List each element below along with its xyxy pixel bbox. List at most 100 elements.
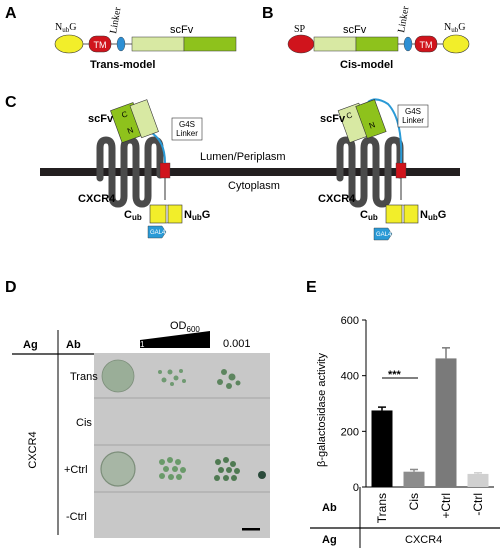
y-tick-label: 200 (341, 426, 359, 438)
nubg-label-b: NubG (444, 22, 465, 34)
nubg-label-a: NubG (55, 22, 76, 34)
panel-b: B SP scFv Linker TM NubG Cis-model (262, 5, 470, 71)
nubg-domain-a (54, 34, 84, 54)
linker-text-right: Linker (402, 116, 424, 125)
x-tick-label-2: +Ctrl (439, 493, 453, 519)
gal4-left (147, 225, 167, 239)
cxcr4-label-left: CXCR4 (78, 193, 116, 205)
c-letter-right: C (345, 110, 354, 121)
linker-domain-a (116, 36, 126, 52)
spot-pos-2 (159, 457, 186, 480)
spot-trans-2 (158, 369, 186, 386)
sp-domain-b (287, 34, 315, 54)
x-tick-label-1: Cis (407, 493, 421, 510)
scfv-light-b (313, 36, 357, 52)
linker-label-a: Linker (108, 6, 124, 35)
spot-pos-1 (100, 451, 136, 487)
ab-label-e: Ab (322, 502, 337, 514)
n-letter-right: N (368, 120, 377, 131)
nubg-domain-b (442, 34, 470, 54)
tm-red-right (395, 162, 407, 179)
y-tick-label: 0 (353, 482, 359, 494)
g4s-text-right: G4S (405, 107, 421, 116)
spot-trans-3 (217, 369, 241, 389)
g4s-linker-right (367, 98, 403, 164)
bar-1 (403, 471, 425, 487)
scfv-label-a: scFv (170, 24, 194, 36)
dilution-start: 1 (140, 340, 145, 349)
spot-pos-4 (258, 471, 266, 479)
spot-trans-1 (101, 359, 135, 393)
cytoplasm-label: Cytoplasm (228, 180, 280, 192)
gal4-text-left: GAL4 (150, 230, 166, 236)
panel-c: C Lumen/Periplasm Cytoplasm CXCR4 G4S Li… (5, 94, 460, 241)
cub-left (149, 204, 167, 224)
dilution-wedge (140, 331, 210, 348)
cub-label-left: Cub (124, 209, 142, 222)
scfv-label-left: scFv (88, 113, 114, 125)
linker-label-b: Linker (396, 5, 412, 34)
cis-model-caption: Cis-model (340, 59, 393, 71)
panel-c-letter: C (5, 94, 17, 111)
y-tick-label: 400 (341, 371, 359, 383)
cxcr4-receptor-right (336, 136, 404, 208)
scfv-light-a (131, 36, 185, 52)
tm-red-left (159, 162, 171, 179)
tm-label-b: TM (420, 40, 433, 50)
y-tick-label: 600 (341, 315, 359, 327)
scfv-vh-right (355, 99, 387, 139)
tm-label-a: TM (94, 40, 107, 50)
x-tick-label-3: -Ctrl (471, 493, 485, 516)
y-ticks: 0 200 400 600 (341, 315, 366, 494)
panel-d-letter: D (5, 279, 17, 296)
bar-0 (371, 410, 393, 487)
panel-b-letter: B (262, 5, 274, 22)
antigen-label-d: CXCR4 (27, 431, 39, 468)
scfv-vl-left (129, 99, 159, 139)
linker-text-left: Linker (176, 129, 198, 138)
row-label-neg-ctrl: -Ctrl (66, 511, 87, 523)
x-tick-label-0: Trans (375, 493, 389, 523)
ab-header: Ab (66, 339, 81, 351)
scale-bar (242, 528, 260, 531)
nubg-cyto-right (403, 204, 419, 224)
nubg-label-left: NubG (184, 209, 210, 222)
membrane (40, 168, 460, 176)
row-label-pos-ctrl: +Ctrl (64, 464, 88, 476)
cub-right (385, 204, 403, 224)
bar-3 (467, 473, 489, 487)
gal4-right (373, 227, 393, 241)
scfv-dark-b (355, 36, 399, 52)
scfv-label-right: scFv (320, 113, 346, 125)
panel-e-letter: E (306, 279, 317, 296)
bar-2 (435, 358, 457, 487)
ag-label-e: Ag (322, 534, 337, 546)
bars (371, 347, 489, 487)
c-letter-left: C (120, 109, 129, 120)
linker-domain-b (403, 36, 413, 52)
g4s-box-left (171, 117, 203, 141)
scfv-dark-a (183, 36, 237, 52)
dilution-end: 0.001 (223, 338, 251, 350)
significance-stars: *** (388, 369, 402, 381)
antigen-label-e: CXCR4 (405, 534, 442, 546)
panel-a-letter: A (5, 5, 17, 22)
od-label: OD600 (170, 320, 200, 334)
right-construct: CXCR4 G4S Linker C N scFv Cub NubG GAL4 (318, 98, 446, 241)
gal4-text-right: GAL4 (376, 232, 392, 238)
row-label-trans: Trans (70, 371, 98, 383)
scfv-label-b: scFv (343, 24, 367, 36)
row-label-cis: Cis (76, 417, 92, 429)
panel-e: E β-galactosidase activity 0 200 400 600 Tr… (306, 279, 500, 548)
lumen-label: Lumen/Periplasm (200, 151, 286, 163)
left-construct: CXCR4 G4S Linker C N scFv Cub NubG GAL4 (78, 99, 210, 239)
ag-header: Ag (23, 339, 38, 351)
cxcr4-label-right: CXCR4 (318, 193, 356, 205)
spot-pos-3 (214, 457, 240, 481)
panel-a: A NubG TM Linker scFv Trans-model (5, 5, 237, 71)
n-letter-left: N (126, 125, 135, 136)
cub-label-right: Cub (360, 209, 378, 222)
sp-label-b: SP (294, 24, 306, 35)
nubg-cyto-left (167, 204, 183, 224)
y-axis-label: β-galactosidase activity (316, 353, 328, 467)
